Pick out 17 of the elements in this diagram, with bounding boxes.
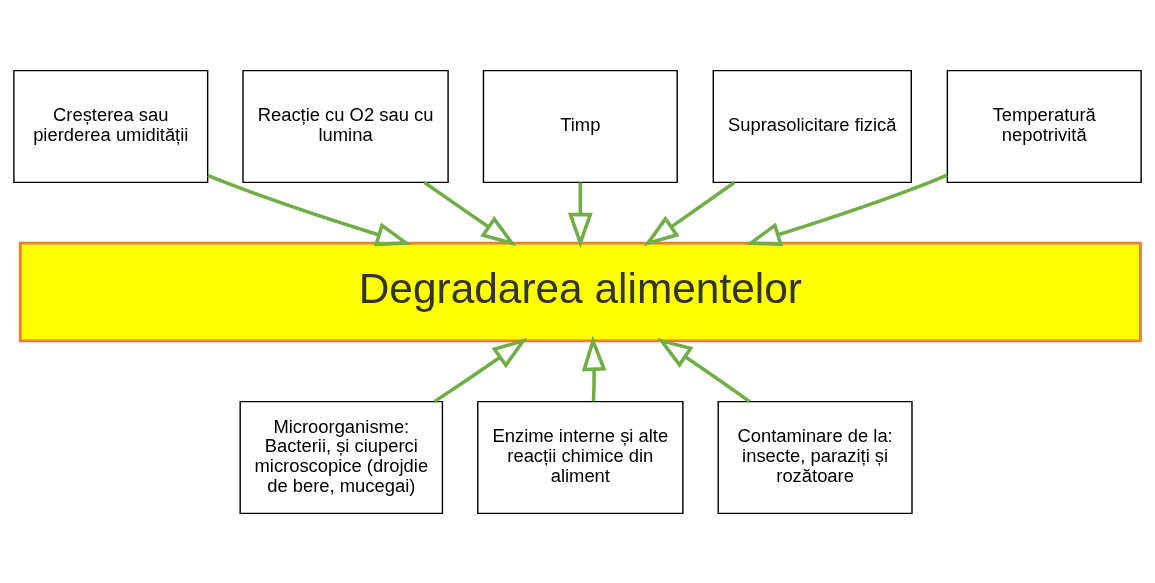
arrow bbox=[643, 180, 736, 246]
node-box: Contaminare de la: insecte, paraziți și rozătoare bbox=[717, 400, 913, 514]
node-box: Reacție cu O2 sau cu lumina bbox=[242, 69, 449, 183]
arrow bbox=[207, 173, 412, 246]
arrow bbox=[657, 337, 751, 403]
node-box: Suprasolicitare fizică bbox=[712, 69, 912, 183]
arrow bbox=[423, 180, 517, 246]
arrow bbox=[581, 335, 607, 401]
node-box: Enzime interne și alte reacții chimice din aliment bbox=[477, 400, 684, 514]
arrow bbox=[745, 173, 948, 246]
node-box: Microorganisme: Bacterii, și ciuperci microscopice (drojdie de bere, mucegai) bbox=[239, 400, 444, 514]
arrow bbox=[567, 182, 593, 248]
arrow bbox=[433, 337, 528, 403]
node-box: Timp bbox=[482, 69, 678, 183]
node-box: Creșterea sau pierderea umidității bbox=[13, 69, 209, 183]
node-box: Temperatură nepotrivită bbox=[946, 69, 1142, 183]
node-box: Degradarea alimentelor bbox=[18, 241, 1142, 342]
